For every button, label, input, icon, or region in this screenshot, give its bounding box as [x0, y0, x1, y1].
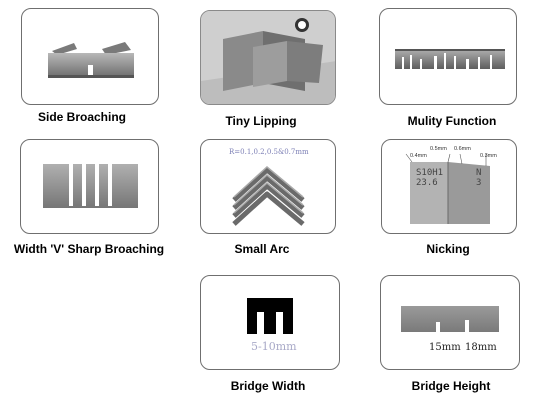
caption-tiny-lipping: Tiny Lipping: [225, 114, 297, 128]
caption-bridge-width: Bridge Width: [230, 379, 306, 393]
bridge-height-label-1: 15mm: [429, 342, 461, 353]
nicking-stamp-left-2: 23.6: [416, 178, 438, 188]
card-small-arc: R=0.1,0.2,0.5&0.7mm: [200, 139, 336, 234]
caption-side-broaching: Side Broaching: [37, 110, 127, 124]
nicking-icon: [405, 153, 490, 224]
side-broaching-icon: [48, 42, 134, 78]
bridge-width-label: 5-10mm: [251, 340, 297, 353]
v-sharp-broaching-icon: [43, 164, 138, 208]
caption-multi-function: Mulity Function: [407, 114, 497, 128]
caption-bridge-height: Bridge Height: [411, 379, 491, 393]
nicking-stamp-right-2: 3: [476, 178, 482, 188]
card-v-sharp-broaching: [20, 139, 159, 234]
card-nicking: 0.5mm 0.6mm 0.4mm 0.3mm S10H1 23.6 N 3: [381, 139, 517, 234]
nicking-dim-3: 0.4mm: [410, 153, 427, 159]
multi-function-icon: [395, 49, 505, 69]
bridge-width-icon: [247, 298, 293, 334]
card-side-broaching: [21, 8, 159, 105]
tiny-lipping-icon: [201, 11, 335, 104]
caption-v-sharp-broaching: Width 'V' Sharp Broaching: [13, 242, 165, 256]
small-arc-radius-label: R=0.1,0.2,0.5&0.7mm: [229, 148, 309, 156]
nicking-dim-4: 0.3mm: [480, 153, 497, 159]
nicking-dim-2: 0.6mm: [454, 146, 471, 152]
small-arc-icon: [232, 166, 305, 226]
card-bridge-height: 15mm 18mm: [380, 275, 520, 370]
bridge-height-label-2: 18mm: [465, 342, 497, 353]
card-bridge-width: 5-10mm: [200, 275, 340, 370]
nicking-stamp-right-1: N: [476, 168, 482, 178]
card-tiny-lipping: [200, 10, 336, 105]
card-multi-function: [379, 8, 517, 105]
nicking-dim-1: 0.5mm: [430, 146, 447, 152]
bridge-height-icon: [401, 306, 499, 332]
nicking-stamp-left-1: S10H1: [416, 168, 444, 178]
caption-small-arc: Small Arc: [234, 242, 290, 256]
caption-nicking: Nicking: [426, 242, 470, 256]
